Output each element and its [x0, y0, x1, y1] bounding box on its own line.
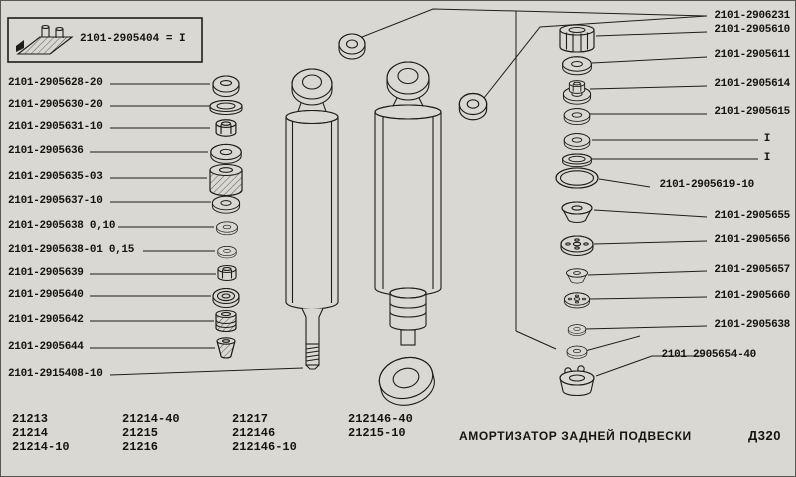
part-number-label: 2101-2905635-03: [8, 171, 103, 183]
part-number-label: 2101-2905640: [8, 289, 84, 301]
model-number: 21215-10: [348, 426, 406, 440]
part-number-label: 2101-2905638: [714, 319, 790, 331]
shock-absorber-left: [285, 68, 339, 370]
part-icon-nut: [217, 264, 237, 282]
part-icon-flat-washer: [209, 99, 243, 116]
legend-equivalence-label: 2101-2905404 = I: [80, 33, 186, 45]
part-number-label: 2101-2905630-20: [8, 99, 103, 111]
part-icon-taper-bushing: [216, 337, 236, 359]
part-number-label: 2101-2906231: [714, 10, 790, 22]
part-number-label: 2101-2905611: [714, 49, 790, 61]
part-icon-eye-bushing: [458, 92, 488, 121]
part-number-label: 2101-2905610: [714, 24, 790, 36]
model-number: 21216: [122, 440, 159, 454]
shock-absorber-right: [374, 61, 442, 406]
part-number-label: 2101-2905628-20: [8, 77, 103, 89]
part-icon-washer: [567, 324, 587, 336]
page-code: Д320: [748, 428, 781, 443]
part-number-label: 2101-2905631-10: [8, 121, 103, 133]
model-number: 21214: [12, 426, 49, 440]
part-number-label: 2101-2905639: [8, 267, 84, 279]
legend-box: [7, 17, 203, 63]
part-number-label: 2101-2905638-01 0,15: [8, 244, 135, 256]
part-icon-washer: [562, 56, 592, 76]
part-icon-washer: [210, 143, 242, 164]
part-number-label: 2101-2905642: [8, 314, 84, 326]
part-icon-cup-washer: [212, 287, 240, 309]
part-icon-mount-cup: [559, 365, 595, 397]
part-number-label: 2101-2905656: [714, 234, 790, 246]
part-number-label: 2101-2905657: [714, 264, 790, 276]
part-number-label: 2101-2905638 0,10: [8, 220, 116, 232]
model-number: 21217: [232, 412, 269, 426]
part-icon-washer: [566, 345, 588, 359]
part-icon-cap-nut: [212, 75, 240, 98]
part-number-label: 2101-2905660: [714, 290, 790, 302]
part-number-label: I: [763, 152, 771, 164]
part-number-label: 2101-2905644: [8, 341, 84, 353]
part-number-label: 2101-2905614: [714, 78, 790, 90]
part-icon-guide-cup: [561, 201, 593, 224]
part-icon-eye-bushing: [338, 33, 366, 60]
leader-lines: [90, 8, 758, 377]
right-parts-icons: [555, 24, 599, 397]
diagram-title: АМОРТИЗАТОР ЗАДНЕЙ ПОДВЕСКИ: [459, 429, 692, 443]
legend-part-icon: [16, 24, 74, 55]
part-icon-washer: [217, 246, 237, 259]
model-number: 212146-40: [348, 412, 413, 426]
part-icon-nut: [215, 119, 237, 137]
part-icon-nut: [568, 80, 586, 94]
part-number-label: 2101-2905655: [714, 210, 790, 222]
part-number-label: 2101 2905654-40: [661, 349, 756, 361]
part-icon-ribbed-bushing: [215, 309, 237, 333]
left-parts-icons: [209, 75, 243, 359]
model-number: 21215: [122, 426, 159, 440]
model-number: 21214-40: [122, 412, 180, 426]
part-number-label: 2101-2905615: [714, 106, 790, 118]
part-icon-valve-disc: [560, 235, 594, 257]
model-number: 212146: [232, 426, 276, 440]
part-icon-flat-ring: [562, 153, 592, 168]
part-icon-cup: [566, 268, 588, 284]
part-icon-rubber-bushing: [209, 163, 243, 197]
part-icon-seal-ring: [555, 167, 599, 189]
part-number-label: I: [763, 133, 771, 145]
part-icon-washer: [563, 133, 591, 151]
part-number-label: 2101-2915408-10: [8, 368, 103, 380]
part-icon-valve-disc: [564, 292, 590, 309]
model-number: 21213: [12, 412, 49, 426]
part-number-label: 2101-2905619-10: [659, 179, 754, 191]
part-number-label: 2101-2905636: [8, 145, 84, 157]
model-number: 21214-10: [12, 440, 70, 454]
part-icon-washer: [216, 221, 238, 236]
part-icon-buffer: [559, 24, 595, 53]
part-number-label: 2101-2905637-10: [8, 195, 103, 207]
part-icon-washer: [211, 195, 241, 214]
model-number: 212146-10: [232, 440, 297, 454]
part-icon-washer: [563, 108, 591, 126]
